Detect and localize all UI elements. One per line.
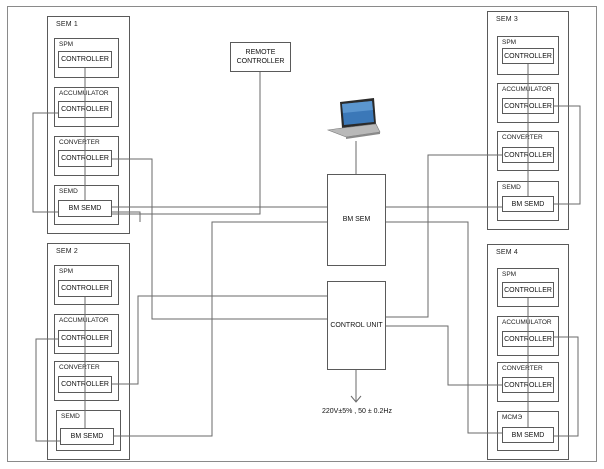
sem4-spm-controller: CONTROLLER	[502, 282, 554, 298]
sem3-accumulator-label: ACCUMULATOR	[502, 86, 552, 93]
sem2-semd-label: SEMD	[61, 413, 80, 420]
sem2-converter-label: CONVERTER	[59, 364, 100, 371]
sem2-spm-label: SPM	[59, 268, 74, 275]
sem2-title: SEM 2	[56, 248, 79, 255]
remote-controller-line2: CONTROLLER	[236, 58, 285, 65]
bm-sem-box: BM SEM	[327, 174, 386, 266]
remote-controller-box: REMOTE CONTROLLER	[230, 42, 291, 72]
control-unit-box: CONTROL UNIT	[327, 281, 386, 370]
sem4-converter-controller: CONTROLLER	[502, 377, 554, 393]
sem1-spm-controller: CONTROLLER	[58, 51, 112, 68]
sem1-bm-semd: BM SEMD	[58, 200, 112, 217]
sem1-converter-controller: CONTROLLER	[58, 150, 112, 167]
sem2-converter-controller: CONTROLLER	[58, 376, 112, 393]
sem2-accumulator-label: ACCUMULATOR	[59, 317, 109, 324]
sem4-accumulator-controller: CONTROLLER	[502, 331, 554, 347]
sem4-bm-semd: BM SEMD	[502, 427, 554, 443]
sem1-spm-label: SPM	[59, 41, 74, 48]
sem4-spm-label: SPM	[502, 271, 517, 278]
sem2-accumulator-controller: CONTROLLER	[58, 330, 112, 347]
sem3-spm-label: SPM	[502, 39, 517, 46]
sem1-accumulator-controller: CONTROLLER	[58, 101, 112, 118]
sem3-title: SEM 3	[496, 16, 519, 23]
power-supply-label: 220V±5% , 50 ± 0.2Hz	[322, 408, 392, 415]
sem4-converter-label: CONVERTER	[502, 365, 543, 372]
sem3-accumulator-controller: CONTROLLER	[502, 98, 554, 114]
laptop-icon	[326, 98, 381, 139]
diagram-frame	[7, 6, 597, 462]
control-unit-label: CONTROL UNIT	[330, 322, 383, 329]
sem3-spm-controller: CONTROLLER	[502, 48, 554, 64]
sem3-converter-label: CONVERTER	[502, 134, 543, 141]
sem3-bm-semd: BM SEMD	[502, 196, 554, 212]
sem1-semd-label: SEMD	[59, 188, 78, 195]
remote-controller-line1: REMOTE	[245, 49, 276, 56]
sem1-converter-label: CONVERTER	[59, 139, 100, 146]
sem3-converter-controller: CONTROLLER	[502, 147, 554, 163]
sem3-semd-label: SEMD	[502, 184, 521, 191]
sem2-spm-controller: CONTROLLER	[58, 280, 112, 297]
sem1-accumulator-label: ACCUMULATOR	[59, 90, 109, 97]
sem2-bm-semd: BM SEMD	[60, 428, 114, 445]
sem4-title: SEM 4	[496, 249, 519, 256]
sem4-semd-label: МСМЭ	[502, 414, 523, 421]
bm-sem-label: BM SEM	[342, 216, 371, 223]
sem1-title: SEM 1	[56, 21, 79, 28]
sem4-accumulator-label: ACCUMULATOR	[502, 319, 552, 326]
